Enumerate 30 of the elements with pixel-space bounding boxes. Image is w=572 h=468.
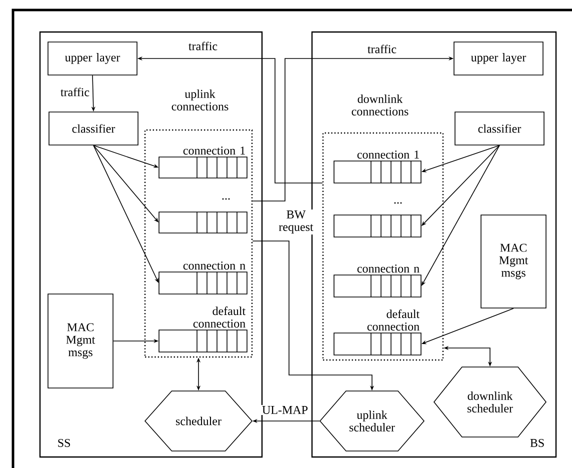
process-box: classifier (454, 112, 544, 146)
queue: default connection (158, 306, 248, 352)
edge-label: traffic (59, 86, 91, 98)
edge-label: traffic (187, 40, 219, 52)
node-label: connection 1 (183, 146, 245, 155)
process-box: upper layer (48, 42, 138, 76)
node-label: connection n (183, 262, 246, 270)
queue: connection n (334, 264, 422, 298)
queue: default connection (334, 310, 422, 356)
process-box: MAC Mgmt msgs (480, 214, 546, 308)
node-label: default connection (367, 310, 420, 331)
node-label: default connection (193, 306, 246, 328)
node-label: downlink connections (352, 94, 408, 116)
process-box: MAC Mgmt msgs (48, 294, 114, 388)
queue: connection 1 (158, 146, 248, 178)
edge-label: UL-MAP (261, 404, 309, 416)
queue (158, 212, 248, 234)
queue (334, 214, 422, 238)
queue: connection n (158, 262, 248, 294)
node-label: uplink connections (172, 90, 228, 110)
ellipsis: ... (222, 198, 230, 200)
node-label: connection 1 (357, 150, 419, 159)
process-box: upper layer (454, 42, 544, 76)
queue: connection 1 (334, 150, 422, 184)
edge-label: traffic (366, 44, 398, 54)
scheduler-hexagon: downlink scheduler (434, 366, 547, 438)
process-box: classifier (48, 112, 138, 146)
node-label: connection n (357, 264, 420, 273)
edge-label: BW request (274, 210, 318, 234)
ellipsis: ... (394, 202, 402, 204)
